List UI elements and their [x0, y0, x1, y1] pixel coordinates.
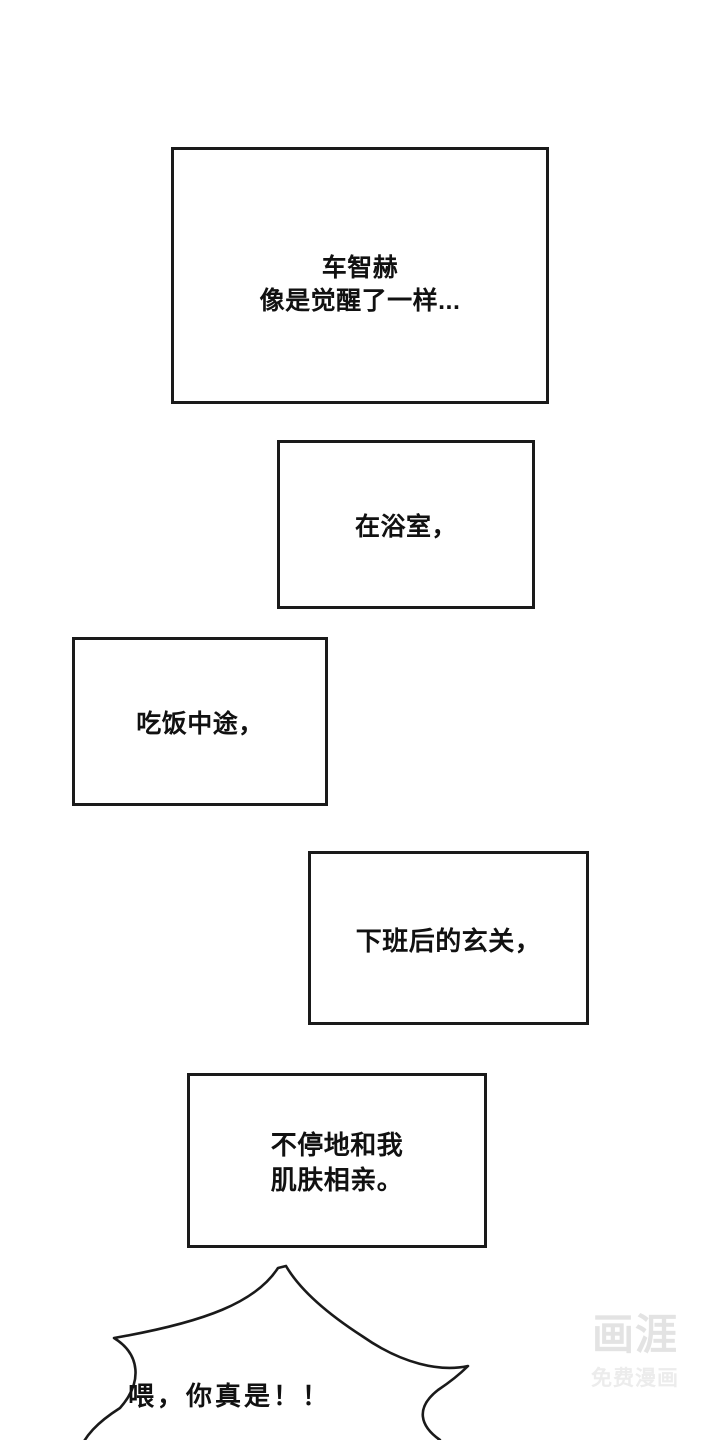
watermark: 画涯 免费漫画 [560, 1311, 710, 1417]
shout-bubble-text: 喂，你真是！！ [128, 1382, 332, 1412]
narration-panel-1-text: 车智赫 像是觉醒了一样... [259, 253, 461, 315]
narration-panel-3-text: 吃饭中途， [136, 710, 264, 738]
narration-panel-5: 不停地和我 肌肤相亲。 [187, 1073, 487, 1248]
narration-panel-5-text: 不停地和我 肌肤相亲。 [270, 1130, 404, 1195]
shout-speech-bubble: 喂，你真是！！ [10, 1258, 530, 1440]
narration-panel-1: 车智赫 像是觉醒了一样... [171, 147, 549, 404]
narration-panel-4-text: 下班后的玄关， [355, 925, 542, 956]
narration-panel-2-text: 在浴室， [354, 513, 457, 541]
watermark-subtitle: 免费漫画 [591, 1367, 679, 1391]
shout-bubble-shape [83, 1264, 470, 1440]
watermark-logo: 画涯 [591, 1311, 678, 1358]
narration-panel-4: 下班后的玄关， [308, 851, 589, 1025]
narration-panel-3: 吃饭中途， [72, 637, 328, 806]
narration-panel-2: 在浴室， [277, 440, 535, 609]
